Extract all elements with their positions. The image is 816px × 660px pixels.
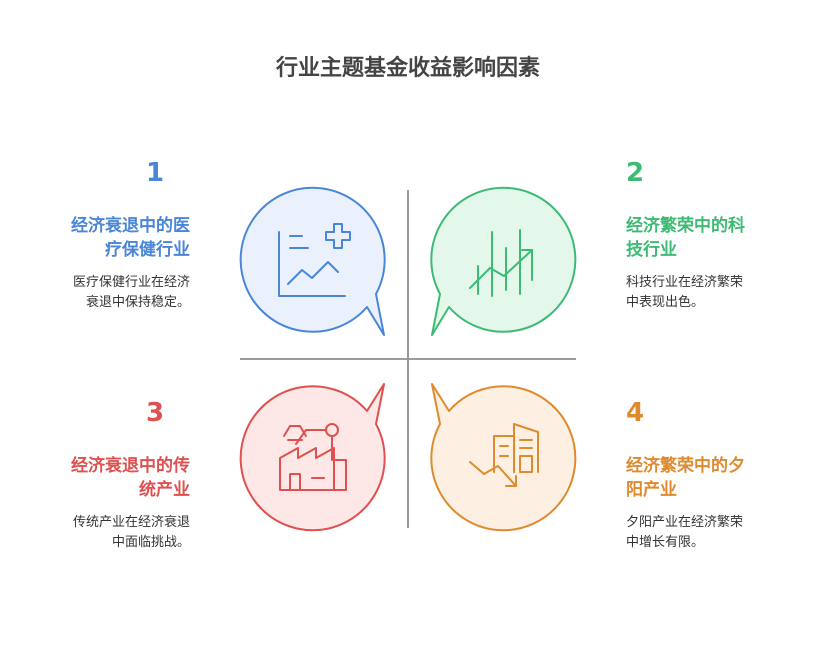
heading-3: 经济衰退中的传 统产业 (20, 454, 190, 502)
desc-3-line1: 传统产业在经济衰退 (72, 515, 190, 530)
number-1: 1 (146, 158, 165, 188)
bubble-3 (239, 383, 386, 532)
desc-1: 医疗保健行业在经济 衰退中保持稳定。 (20, 273, 190, 313)
desc-2: 科技行业在经济繁荣 中表现出色。 (626, 273, 796, 313)
heading-4-line2: 阳产业 (626, 480, 677, 500)
rising-chart-icon (469, 229, 533, 297)
desc-2-line1: 科技行业在经济繁荣 (626, 275, 744, 290)
desc-1-line2: 衰退中保持稳定。 (85, 295, 190, 310)
desc-2-line2: 中表现出色。 (626, 295, 705, 310)
bubble-2 (430, 186, 577, 336)
heading-4: 经济繁荣中的夕 阳产业 (626, 454, 796, 502)
heading-1: 经济衰退中的医 疗保健行业 (20, 214, 190, 262)
number-3: 3 (146, 398, 165, 428)
heading-3-line2: 统产业 (139, 480, 190, 500)
page-title: 行业主题基金收益影响因素 (275, 56, 540, 81)
desc-4-line2: 中增长有限。 (626, 535, 705, 550)
declining-building-icon (469, 423, 539, 487)
desc-4-line1: 夕阳产业在经济繁荣 (626, 515, 744, 530)
bubble-1 (239, 186, 386, 336)
heading-1-line2: 疗保健行业 (105, 240, 190, 260)
desc-1-line1: 医疗保健行业在经济 (72, 275, 190, 290)
heading-2-line1: 经济繁荣中的科 (626, 216, 745, 236)
factory-robot-arm-icon (279, 423, 347, 491)
healthcare-chart-icon (278, 223, 351, 297)
bubble-4 (430, 383, 577, 532)
number-4: 4 (626, 398, 645, 428)
heading-3-line1: 经济衰退中的传 (71, 456, 190, 476)
heading-4-line1: 经济繁荣中的夕 (626, 456, 745, 476)
heading-2-line2: 技行业 (626, 240, 677, 260)
desc-3-line2: 中面临挑战。 (111, 535, 190, 550)
heading-1-line1: 经济衰退中的医 (71, 216, 190, 236)
number-2: 2 (626, 158, 645, 188)
heading-2: 经济繁荣中的科 技行业 (626, 214, 796, 262)
desc-4: 夕阳产业在经济繁荣 中增长有限。 (626, 513, 796, 553)
desc-3: 传统产业在经济衰退 中面临挑战。 (20, 513, 190, 553)
